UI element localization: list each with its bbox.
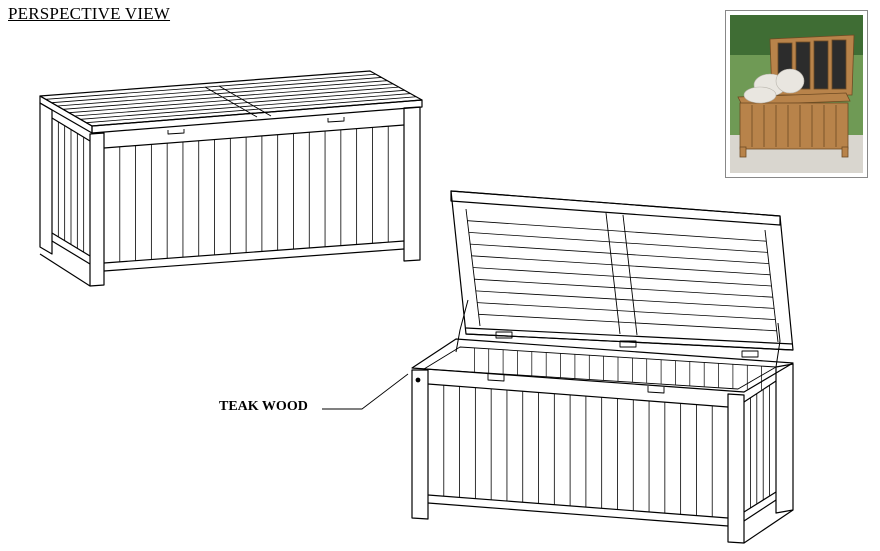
- open-lid-panel: [450, 190, 794, 351]
- open-front-panel: [443, 385, 713, 517]
- open-storage-box: [411, 190, 794, 544]
- open-front-right-leg: [727, 393, 745, 544]
- closed-lid-slats: [45, 73, 417, 124]
- closed-front-right-leg: [403, 106, 421, 262]
- open-front-left-leg: [411, 369, 429, 520]
- teak-wood-leader-line: [322, 373, 421, 410]
- teak-wood-callout-label: TEAK WOOD: [219, 399, 308, 414]
- closed-storage-box: [39, 70, 423, 287]
- open-box-interior: [474, 347, 762, 391]
- closed-side-panel: [57, 121, 85, 253]
- view-title: PERSPECTIVE VIEW: [8, 4, 171, 23]
- open-back-right-leg: [775, 363, 794, 514]
- hinge-icon: [741, 350, 759, 358]
- closed-front-left-leg: [89, 132, 105, 287]
- hinge-icon: [619, 340, 637, 348]
- closed-back-left-leg: [39, 102, 53, 255]
- closed-front-panel: [119, 126, 389, 262]
- product-photo: [725, 10, 868, 178]
- open-lid-slats: [467, 220, 777, 332]
- open-box-rim: [411, 338, 794, 393]
- storage-bench-photo-icon: [726, 11, 867, 177]
- hinge-icon: [495, 331, 513, 339]
- open-side-panel: [750, 385, 770, 508]
